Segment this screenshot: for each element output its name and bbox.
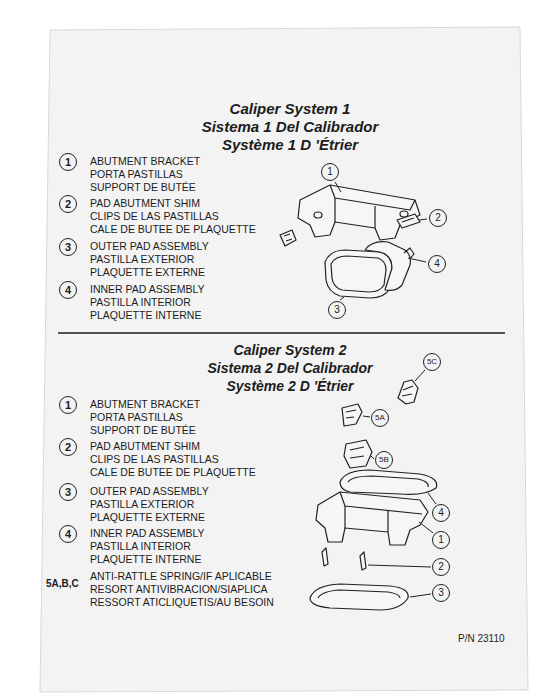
callout-circle: 4 (428, 255, 446, 273)
callout-number: 3 (65, 487, 71, 498)
part-name: PLAQUETTE INTERNE (90, 553, 201, 566)
outer-pad (310, 584, 408, 610)
callout-number: 4 (438, 508, 444, 518)
pad-ear (404, 248, 414, 259)
pad-lining (348, 476, 428, 487)
part-name: ANTI-RATTLE SPRING/IF APLICABLE (90, 570, 272, 583)
callout-number: 3 (438, 588, 444, 598)
callout-circle: 1 (321, 163, 339, 181)
part-name: RESORT ANTIVIBRACION/SIAPLICA (90, 583, 268, 596)
part-name: PORTA PASTILLAS (90, 168, 183, 181)
inner-pad (365, 242, 410, 291)
part-name: RESSORT ATICLIQUETIS/AU BESOIN (90, 596, 274, 609)
callout-circle: 5A (371, 409, 389, 427)
section-heading: Système 2 D 'Étrier (226, 377, 353, 395)
part-name: PASTILLA EXTERIOR (90, 253, 194, 266)
anti-rattle-spring (344, 440, 372, 468)
part-name: PASTILLA INTERIOR (90, 540, 191, 553)
outer-pad (325, 250, 392, 298)
part-name: PLAQUETTE EXTERNE (90, 266, 205, 279)
callout-circle: 3 (59, 238, 77, 256)
section-heading: Sistema 1 Del Calibrador (202, 118, 379, 136)
callout-number: 4 (65, 529, 71, 540)
part-name: PAD ABUTMENT SHIM (90, 197, 200, 210)
section-heading: Caliper System 2 (234, 341, 347, 359)
section-heading: Sistema 2 Del Calibrador (208, 359, 373, 377)
callout-number: 1 (438, 535, 444, 545)
callout-circle: 4 (59, 525, 77, 543)
pad-lining (331, 256, 386, 292)
caliper-system-2-illustration (310, 380, 437, 610)
part-name: CLIPS DE LAS PASTILLAS (90, 210, 219, 223)
part-name: INNER PAD ASSEMBLY (90, 283, 205, 296)
part-name: PLAQUETTE EXTERNE (90, 511, 205, 524)
part-name: PASTILLA EXTERIOR (90, 498, 194, 511)
callout-number: 3 (334, 305, 340, 315)
part-name: PASTILLA INTERIOR (90, 296, 191, 309)
pad-lining (318, 590, 400, 598)
callout-circle: 2 (429, 209, 447, 227)
callout-circle: 4 (432, 504, 450, 522)
abutment-shim (360, 552, 366, 570)
callout-number: 2 (435, 213, 441, 223)
callout-circle: 2 (432, 558, 450, 576)
callout-circle: 3 (328, 301, 346, 319)
callout-circle: 1 (432, 531, 450, 549)
part-name: CALE DE BUTEE DE PLAQUETTE (90, 223, 256, 236)
callout-number: 1 (65, 157, 71, 168)
section-divider (58, 332, 505, 334)
part-name: P/N 23110 (458, 632, 505, 645)
bracket-detail (340, 492, 422, 532)
callout-circle: 3 (432, 584, 450, 602)
part-name: CLIPS DE LAS PASTILLAS (90, 453, 219, 466)
bracket-hole (400, 211, 408, 217)
abutment-shim (397, 214, 420, 228)
part-name: ABUTMENT BRACKET (90, 155, 200, 168)
bracket-hole (314, 212, 322, 218)
callout-number: 4 (434, 259, 440, 269)
part-name: OUTER PAD ASSEMBLY (90, 240, 209, 253)
inner-pad (340, 470, 437, 494)
callout-circle: 3 (59, 483, 77, 501)
callout-circle: 1 (59, 153, 77, 171)
paper-sheet (40, 27, 528, 692)
abutment-bracket (316, 492, 428, 545)
section-heading: Système 1 D 'Étrier (222, 136, 358, 154)
callout-number: 2 (438, 562, 444, 572)
callout-circle: 2 (59, 438, 77, 456)
part-name: PLAQUETTE INTERNE (90, 309, 201, 322)
callout-number: 2 (65, 442, 71, 453)
callout-number: 3 (65, 242, 71, 253)
callout-number: 5A,B,C (46, 577, 79, 590)
section-heading: Caliper System 1 (230, 100, 351, 118)
part-name: CALE DE BUTEE DE PLAQUETTE (90, 466, 256, 479)
callout-number: 1 (65, 400, 71, 411)
part-name: SUPPORT DE BUTÉE (90, 181, 196, 194)
leader-lines-2 (363, 370, 436, 597)
callout-number: 1 (327, 167, 333, 177)
part-name: SUPPORT DE BUTÉE (90, 424, 196, 437)
abutment-shim (322, 548, 328, 566)
callout-circle: 5C (423, 353, 441, 371)
anti-rattle-spring (342, 404, 362, 426)
part-name: INNER PAD ASSEMBLY (90, 527, 205, 540)
part-name: PORTA PASTILLAS (90, 411, 183, 424)
callout-circle: 5B (375, 451, 393, 469)
callout-number: 2 (65, 199, 71, 210)
callout-circle: 4 (59, 281, 77, 299)
anti-rattle-spring (398, 380, 418, 404)
leader-lines-1 (335, 182, 427, 300)
callout-number: 5A (375, 414, 385, 422)
part-name: PAD ABUTMENT SHIM (90, 440, 200, 453)
callout-number: 4 (65, 285, 71, 296)
caliper-system-1-illustration (280, 185, 420, 298)
callout-circle: 1 (59, 396, 77, 414)
part-name: ABUTMENT BRACKET (90, 398, 200, 411)
callout-number: 5B (379, 456, 389, 464)
part-name: OUTER PAD ASSEMBLY (90, 485, 209, 498)
callout-circle: 2 (59, 195, 77, 213)
abutment-bracket (298, 185, 420, 240)
callout-number: 5C (427, 358, 437, 366)
abutment-shim (280, 230, 296, 246)
